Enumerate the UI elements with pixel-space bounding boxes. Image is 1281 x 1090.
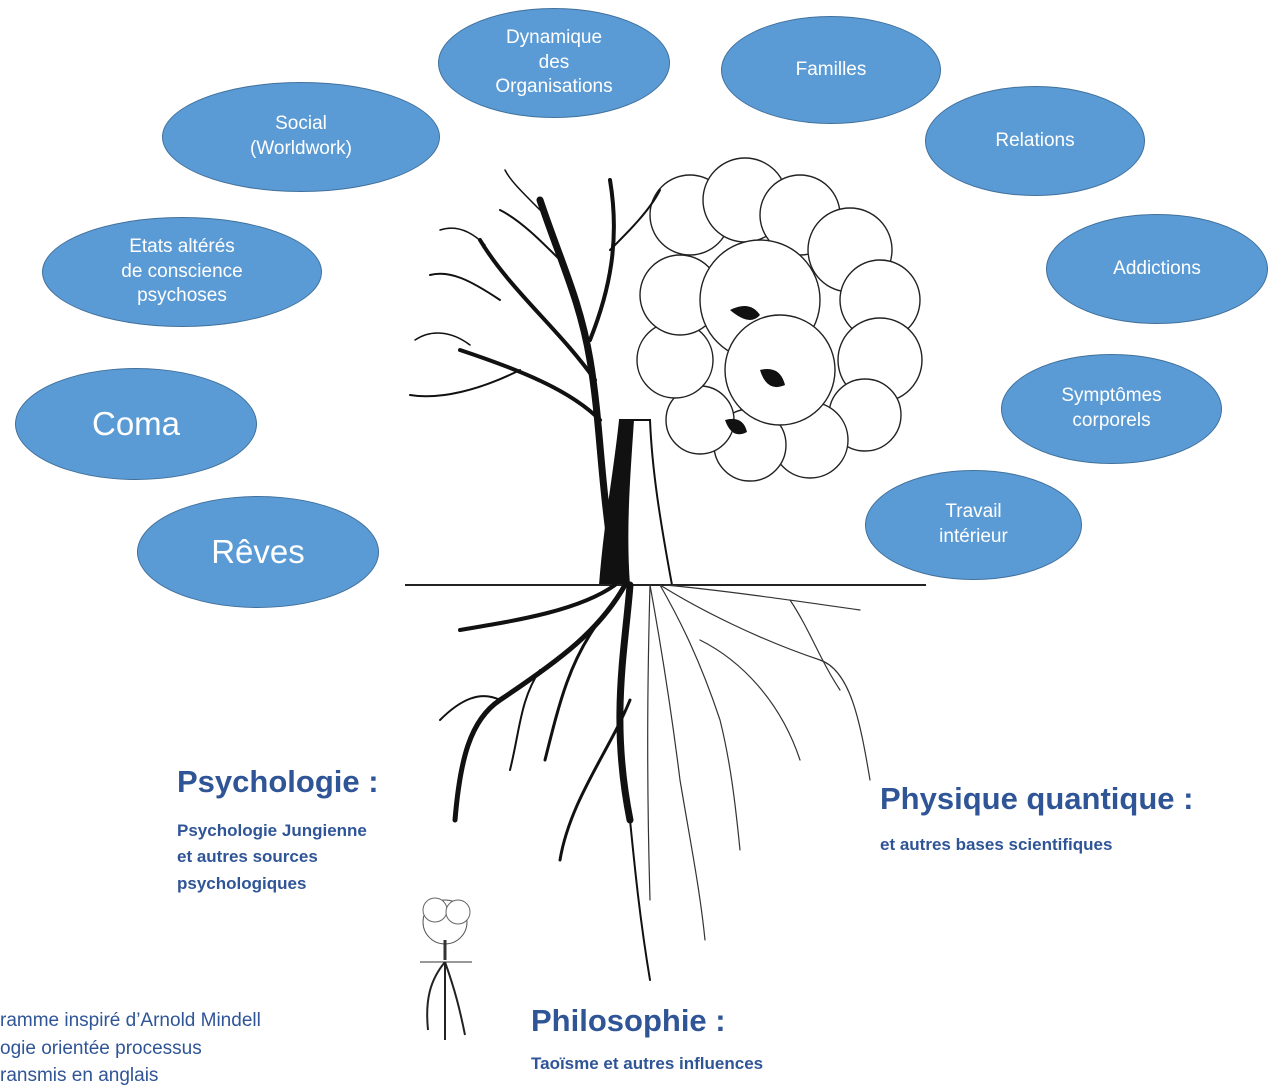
physique-quantique-title: Physique quantique : (880, 781, 1194, 816)
bubble-symptomes-corporels: Symptômes corporels (1001, 354, 1222, 464)
bubble-social-worldwork: Social (Worldwork) (162, 82, 440, 192)
tree-branches (409, 169, 661, 544)
bubble-relations: Relations (925, 86, 1145, 196)
caption-text: ramme inspiré d’Arnold Mindell ogie orie… (0, 1010, 261, 1087)
bubble-addictions: Addictions (1046, 214, 1268, 324)
small-tree-thumbnail (420, 897, 472, 1040)
philosophie-text: Taoïsme et autres influences (531, 1054, 764, 1073)
bubble-etats-alteres: Etats altérés de conscience psychoses (42, 217, 322, 327)
bubble-dynamique-des-organisations: Dynamique des Organisations (438, 8, 670, 118)
psychologie-text: Psychologie Jungienne et autres sources … (177, 821, 367, 893)
psychologie-title: Psychologie : (177, 764, 379, 799)
bubble-reves: Rêves (137, 496, 379, 608)
physique-quantique-text: et autres bases scientifiques (880, 835, 1113, 854)
bubble-familles: Familles (721, 16, 941, 124)
bubble-travail-interieur: Travail intérieur (865, 470, 1082, 580)
bubble-coma: Coma (15, 368, 257, 480)
tree-roots (439, 581, 651, 981)
tree-foliage (636, 157, 923, 482)
philosophie-title: Philosophie : (531, 1003, 726, 1038)
